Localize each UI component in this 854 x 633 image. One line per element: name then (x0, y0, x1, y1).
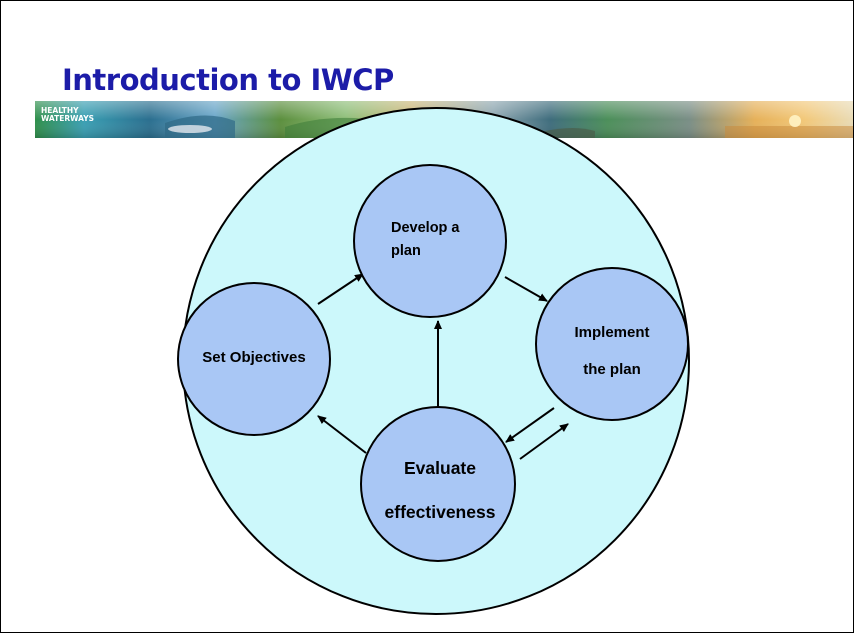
node-evaluate (360, 406, 516, 562)
node-evaluate-label: effectiveness (385, 502, 496, 522)
arrow-implement-to-evaluate (505, 407, 555, 443)
arrow-evaluate-to-implement (519, 423, 569, 460)
node-objectives (177, 282, 331, 436)
node-develop-label: Develop a (391, 220, 460, 236)
arrow-develop-to-implement (504, 276, 548, 302)
node-implement (535, 267, 689, 421)
arrow-evaluate-to-objectives (317, 415, 367, 454)
arrow-objectives-to-develop (317, 273, 364, 305)
node-implement-label: Implement (574, 324, 649, 341)
node-evaluate-label: Evaluate (404, 458, 476, 478)
node-objectives-label: Set Objectives (202, 349, 305, 366)
slide-title: Introduction to IWCP (62, 63, 394, 97)
node-implement-label: the plan (583, 361, 641, 378)
node-develop (353, 164, 507, 318)
healthy-waterways-logo: HEALTHY WATERWAYS (41, 106, 95, 123)
node-develop-label: plan (391, 243, 421, 259)
